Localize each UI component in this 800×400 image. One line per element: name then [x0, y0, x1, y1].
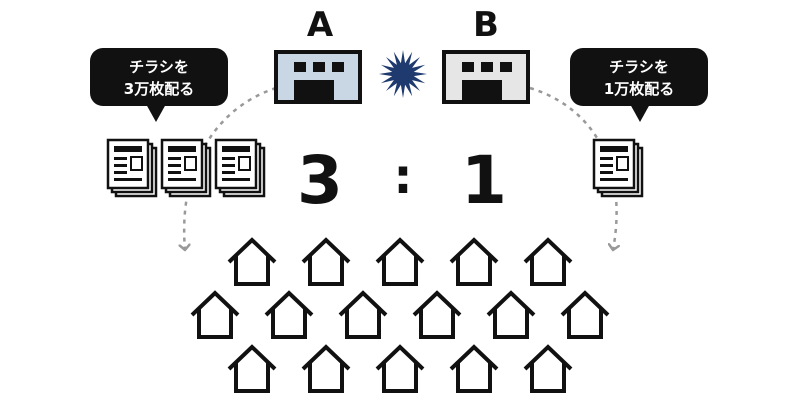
- ratio-left-value: 3: [297, 142, 343, 219]
- house-icon: [227, 344, 277, 393]
- house-icon: [375, 344, 425, 393]
- flyer-stack-icon: [106, 138, 158, 198]
- ratio-right-value: 1: [461, 142, 507, 219]
- speech-bubble-store-b: チラシを 1万枚配る: [570, 48, 708, 122]
- house-icon: [375, 237, 425, 286]
- flyer-stack-icon: [592, 138, 644, 198]
- house-icon: [412, 290, 462, 339]
- flyer-stack-icon: [160, 138, 212, 198]
- house-icon: [227, 237, 277, 286]
- house-icon: [301, 237, 351, 286]
- house-icon: [523, 237, 573, 286]
- store-b-label: B: [473, 5, 499, 45]
- speech-bubble-store-a: チラシを 3万枚配る: [90, 48, 228, 122]
- house-icon: [338, 290, 388, 339]
- store-a-label: A: [307, 5, 334, 45]
- ratio-separator: :: [393, 149, 412, 205]
- distribution-arrow-right: [529, 86, 617, 250]
- bubble-b-line2: 1万枚配る: [604, 80, 674, 98]
- house-icon: [486, 290, 536, 339]
- flyer-stacks-store-a: [106, 138, 266, 198]
- house-icon: [264, 290, 314, 339]
- flyer-stack-icon: [214, 138, 266, 198]
- house-icon: [560, 290, 610, 339]
- bubble-b-line1: チラシを: [609, 58, 669, 76]
- house-icon: [449, 237, 499, 286]
- house-icon: [301, 344, 351, 393]
- store-a-building-icon: [274, 50, 362, 104]
- store-b-building-icon: [442, 50, 530, 104]
- flyer-stacks-store-b: [592, 138, 644, 198]
- bubble-a-line1: チラシを: [129, 58, 189, 76]
- house-icon: [523, 344, 573, 393]
- starburst-icon: [379, 50, 427, 98]
- bubble-a-line2: 3万枚配る: [124, 80, 194, 98]
- houses-grid: [190, 237, 610, 393]
- house-icon: [190, 290, 240, 339]
- house-icon: [449, 344, 499, 393]
